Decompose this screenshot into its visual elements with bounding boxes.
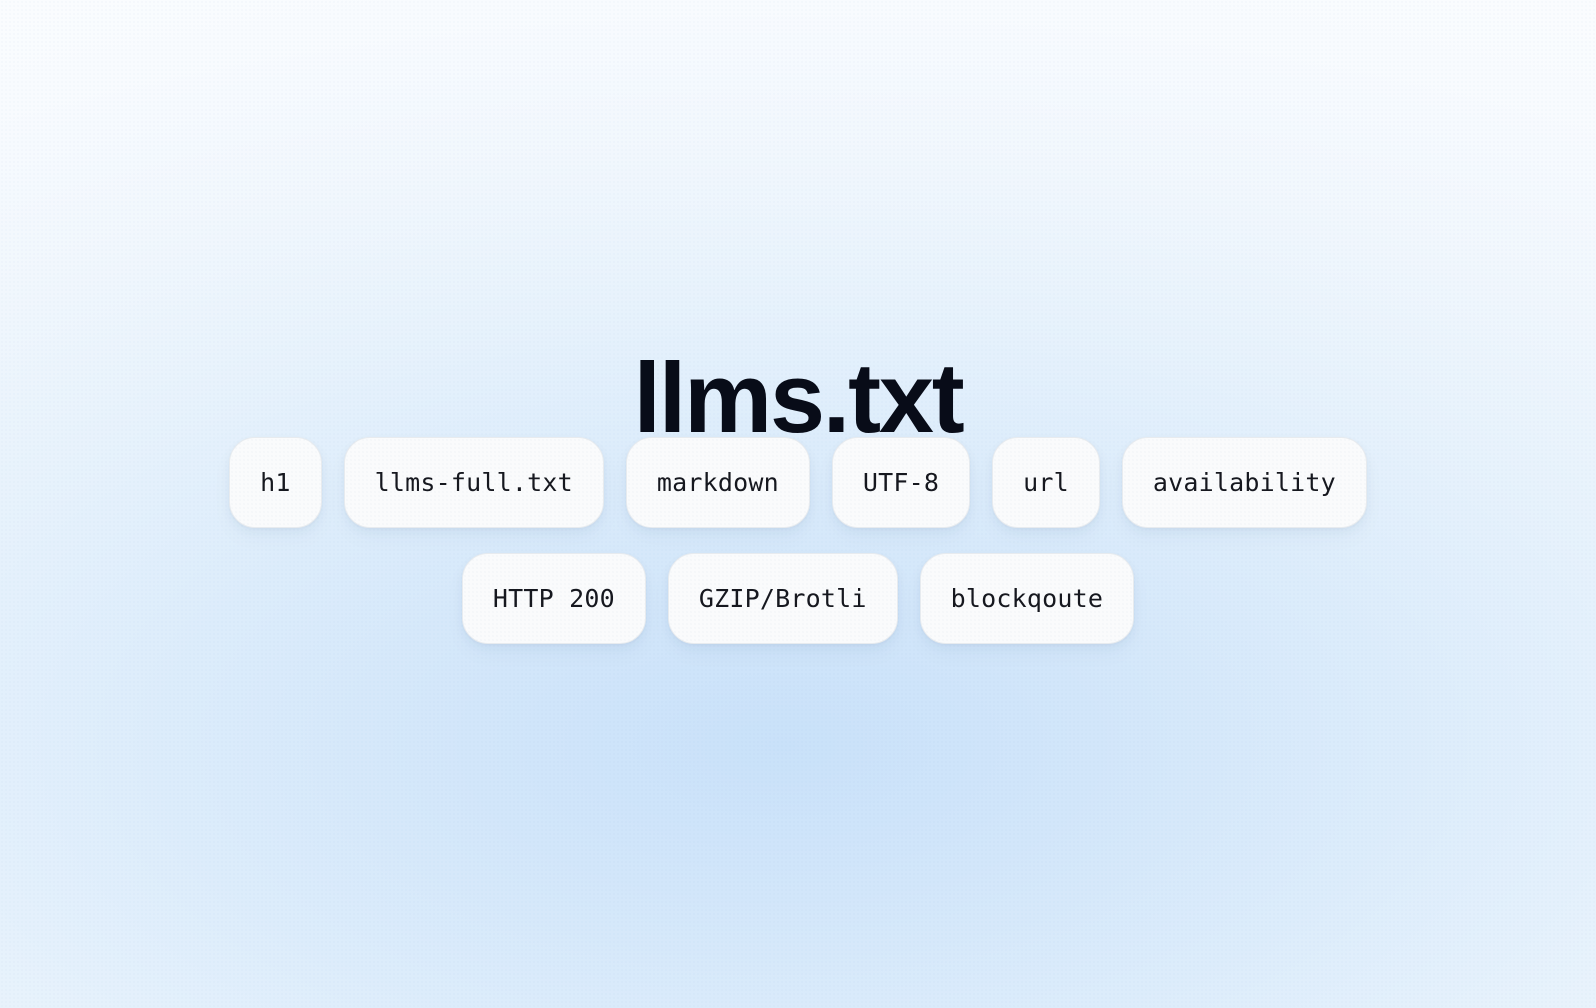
tag-pill-label: availability xyxy=(1152,468,1336,497)
tag-pill-llms-full-txt[interactable]: llms-full.txt xyxy=(343,437,604,528)
tag-pill-label: llms-full.txt xyxy=(374,468,573,497)
tag-pill-blockqoute[interactable]: blockqoute xyxy=(919,553,1135,644)
tag-pill-label: UTF-8 xyxy=(862,468,940,497)
tag-pill-row-1: h1 llms-full.txt markdown UTF-8 url avai… xyxy=(229,437,1367,528)
tag-pill-row-2: HTTP 200 GZIP/Brotli blockqoute xyxy=(461,553,1135,644)
tag-pill-url[interactable]: url xyxy=(992,437,1100,528)
tag-pill-group: h1 llms-full.txt markdown UTF-8 url avai… xyxy=(0,437,1596,644)
tag-pill-gzip-brotli[interactable]: GZIP/Brotli xyxy=(667,553,898,644)
tag-pill-label: h1 xyxy=(260,468,291,497)
tag-pill-availability[interactable]: availability xyxy=(1121,437,1367,528)
tag-pill-label: blockqoute xyxy=(950,584,1104,613)
tag-pill-h1[interactable]: h1 xyxy=(229,437,322,528)
tag-pill-label: GZIP/Brotli xyxy=(698,584,867,613)
tag-pill-label: markdown xyxy=(656,468,779,497)
tag-pill-label: HTTP 200 xyxy=(492,584,615,613)
tag-pill-markdown[interactable]: markdown xyxy=(625,437,810,528)
tag-pill-label: url xyxy=(1023,468,1069,497)
tag-pill-http-200[interactable]: HTTP 200 xyxy=(461,553,646,644)
tag-pill-utf-8[interactable]: UTF-8 xyxy=(831,437,971,528)
page-title: llms.txt xyxy=(633,342,965,454)
